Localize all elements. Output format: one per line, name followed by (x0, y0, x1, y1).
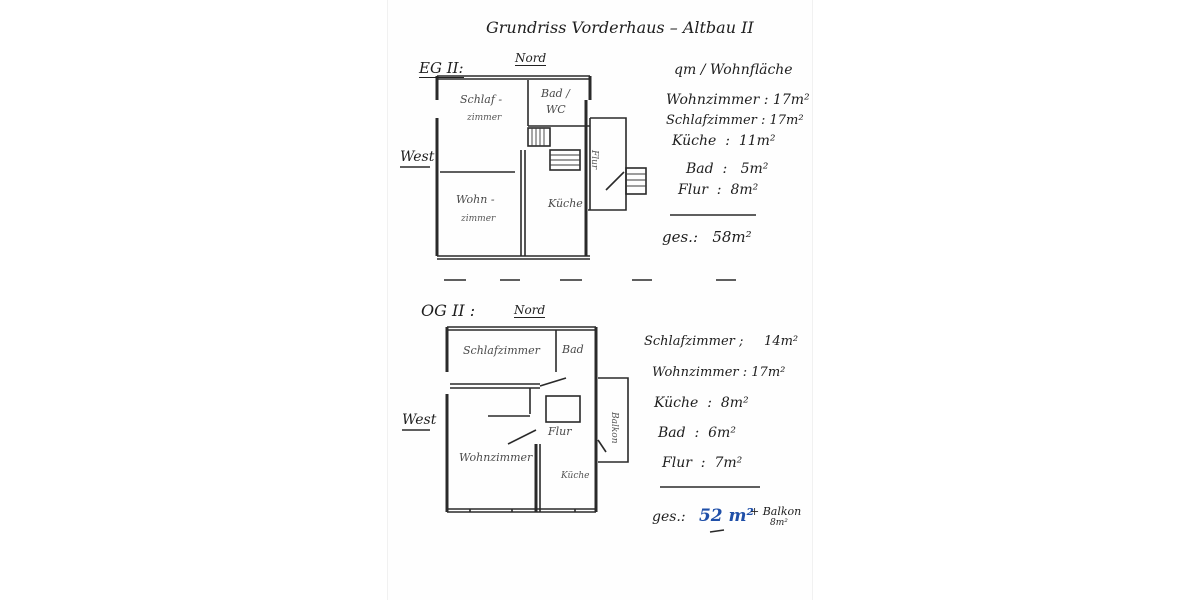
eg-area-value: 17m² (769, 113, 804, 128)
og-area-value: 17m² (751, 365, 786, 380)
og-room-schlafzimmer: Schlafzimmer (463, 344, 540, 357)
eg-room-schlafzimmer: Schlaf - (460, 93, 503, 106)
eg-area-label: Wohnzimmer (666, 92, 760, 108)
og-total-value: 52 m² (698, 506, 754, 526)
eg-area-row: Wohnzimmer : 17m² (666, 92, 810, 108)
eg-area-value: 5m² (740, 161, 769, 177)
og-area-label: Küche (654, 395, 699, 411)
og-area-label: Bad (658, 425, 686, 441)
eg-floor-label: EG II: (419, 59, 464, 78)
eg-room-bad-wc-b: WC (546, 103, 566, 116)
og-area-row: Bad : 6m² (658, 425, 736, 441)
eg-room-kueche: Küche (548, 197, 583, 210)
eg-north-label: Nord (515, 51, 547, 66)
eg-total: ges.: 58m² (662, 230, 752, 245)
og-plan (445, 326, 629, 513)
og-north-label: Nord (514, 303, 546, 318)
eg-room-wohnzimmer: Wohn - (456, 193, 495, 206)
og-area-row: Schlafzimmer ; 14m² (644, 334, 799, 349)
og-extra-balkon: + Balkon (750, 505, 802, 518)
eg-area-row: Küche : 11m² (672, 133, 776, 149)
og-area-label: Schlafzimmer (644, 334, 735, 349)
eg-area-value: 11m² (738, 133, 776, 149)
og-area-value: 6m² (708, 425, 736, 441)
og-room-bad: Bad (562, 343, 584, 356)
og-total-label: ges.: (652, 509, 686, 525)
og-total: ges.: 52 m² (652, 508, 754, 525)
eg-total-label: ges.: (662, 228, 698, 246)
og-area-value: 14m² (764, 334, 799, 349)
eg-area-label: Schlafzimmer (666, 113, 757, 128)
eg-area-label: Küche (672, 133, 717, 149)
eg-area-label: Bad (686, 161, 714, 177)
eg-west-label: West (400, 149, 435, 165)
paper-sheet (388, 0, 812, 600)
og-room-balkon: Balkon (609, 412, 619, 444)
eg-area-value: 8m² (730, 182, 759, 198)
eg-areas-heading: qm / Wohnfläche (674, 62, 793, 78)
eg-area-row: Schlafzimmer : 17m² (666, 113, 804, 128)
og-room-flur: Flur (548, 425, 572, 438)
eg-plan (435, 75, 736, 281)
eg-area-row: Bad : 5m² (686, 161, 769, 177)
og-total-mark (709, 529, 725, 533)
og-extra-balkon-area: 8m² (770, 518, 788, 528)
eg-total-value: 58m² (712, 228, 752, 246)
og-area-value: 8m² (720, 395, 749, 411)
eg-room-bad-wc: Bad / (541, 87, 570, 100)
og-room-kueche: Küche (561, 471, 590, 481)
og-area-label: Wohnzimmer (652, 365, 739, 380)
og-area-row: Flur : 7m² (662, 455, 743, 471)
og-area-value: 7m² (714, 455, 743, 471)
eg-area-value: 17m² (772, 92, 810, 108)
og-area-row: Wohnzimmer : 17m² (652, 365, 786, 380)
eg-area-row: Flur : 8m² (678, 182, 759, 198)
eg-room-wohnzimmer-b: zimmer (461, 214, 496, 224)
eg-area-label: Flur (678, 182, 708, 198)
og-area-label: Flur (662, 455, 692, 471)
og-room-wohnzimmer: Wohnzimmer (459, 451, 533, 464)
og-area-row: Küche : 8m² (654, 395, 749, 411)
eg-room-schlafzimmer-b: zimmer (467, 113, 502, 123)
og-west-label: West (402, 412, 437, 428)
eg-room-flur: Flur (589, 150, 599, 170)
og-floor-label: OG II : (421, 301, 476, 320)
page-title: Grundriss Vorderhaus – Altbau II (486, 18, 754, 37)
